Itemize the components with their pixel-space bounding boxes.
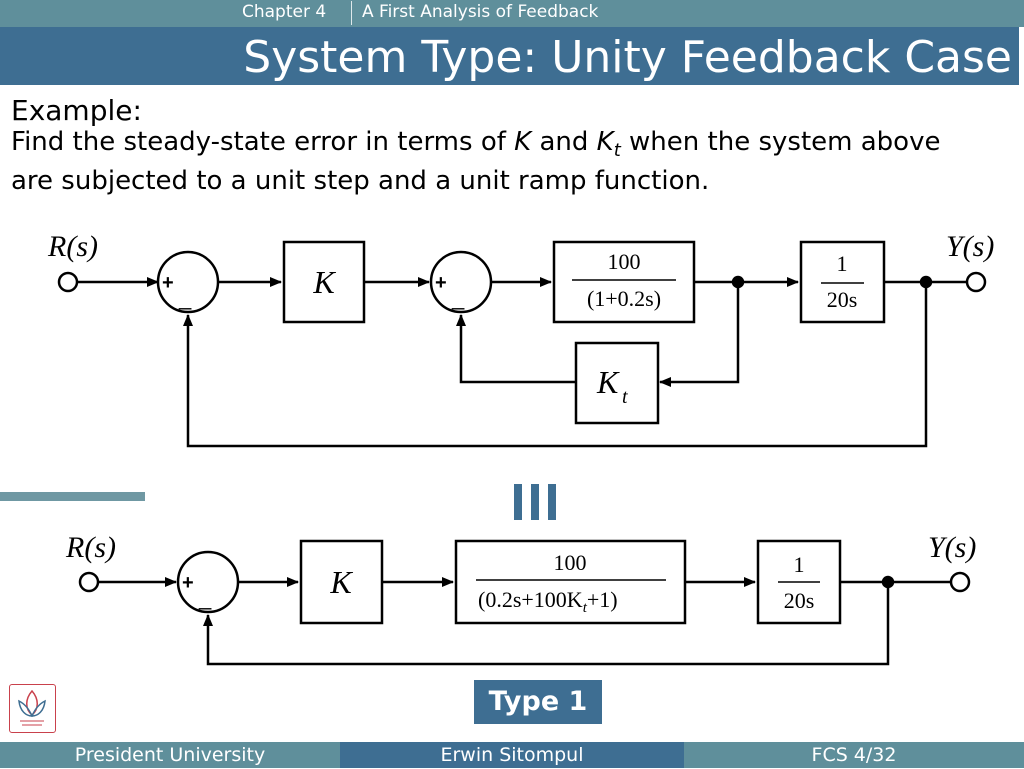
chapter-bar [0, 0, 1024, 27]
integrator-numerator: 1 [837, 251, 848, 276]
gain-label: K [329, 564, 353, 600]
footer-institution: President University [0, 742, 340, 768]
var-k: K [514, 127, 532, 157]
chapter-separator [351, 1, 352, 25]
integrator-numerator: 1 [794, 552, 805, 577]
output-label: Y(s) [928, 531, 976, 564]
gain-label: K [312, 264, 336, 300]
sum-plus-sign: + [435, 272, 447, 294]
sum-plus-sign: + [162, 272, 174, 294]
slide-title: System Type: Unity Feedback Case [243, 32, 1012, 83]
sum-minus-sign: _ [178, 285, 192, 310]
input-label: R(s) [65, 531, 116, 564]
sum-minus-sign: _ [451, 285, 465, 310]
plant-denominator: (0.2s+100Kt+1) [478, 587, 618, 616]
accent-line [0, 492, 145, 501]
feedback-gain-subscript: t [622, 386, 628, 408]
plant-numerator: 100 [554, 550, 587, 575]
chapter-title: A First Analysis of Feedback [362, 2, 599, 22]
text-part: and [531, 127, 597, 157]
title-bar [0, 27, 1019, 85]
block-diagram: R(s) Y(s) + _ + _ K 100 (1+0.2s) 1 20s K… [47, 230, 994, 666]
equivalence-bar [514, 484, 522, 520]
equivalence-bar [548, 484, 556, 520]
output-terminal [965, 271, 987, 293]
output-label: Y(s) [946, 230, 994, 263]
gain-block-k [299, 539, 384, 625]
input-terminal [78, 571, 100, 593]
example-heading: Example: [11, 94, 142, 127]
feedback-block-kt [574, 341, 660, 425]
university-logo [9, 684, 56, 733]
plant-numerator: 100 [608, 249, 641, 274]
integrator-denominator: 20s [827, 287, 858, 312]
integrator-block [799, 240, 886, 324]
sum-minus-sign: _ [198, 585, 212, 610]
footer-page-number: FCS 4/32 [684, 742, 1024, 768]
type-badge: Type 1 [474, 680, 602, 724]
footer: President University Erwin Sitompul FCS … [0, 742, 1024, 768]
example-text: Find the steady-state error in terms of … [11, 127, 971, 196]
sum-plus-sign: + [182, 572, 194, 594]
integrator-denominator: 20s [784, 588, 815, 613]
var-kt: K [596, 127, 614, 157]
equivalence-bar [531, 484, 539, 520]
text-part: Find the steady-state error in terms of [11, 127, 515, 157]
var-kt-subscript: t [613, 140, 621, 162]
plant-denominator: (1+0.2s) [587, 286, 661, 311]
feedback-gain-label: K [596, 364, 620, 400]
footer-author: Erwin Sitompul [340, 742, 684, 768]
output-terminal [949, 571, 971, 593]
input-terminal [57, 271, 79, 293]
gain-block-k [282, 240, 366, 324]
text-part: when the system above are subjected to a… [11, 127, 941, 197]
plant-block [454, 539, 687, 625]
chapter-label: Chapter 4 [242, 2, 327, 22]
input-label: R(s) [47, 230, 98, 263]
